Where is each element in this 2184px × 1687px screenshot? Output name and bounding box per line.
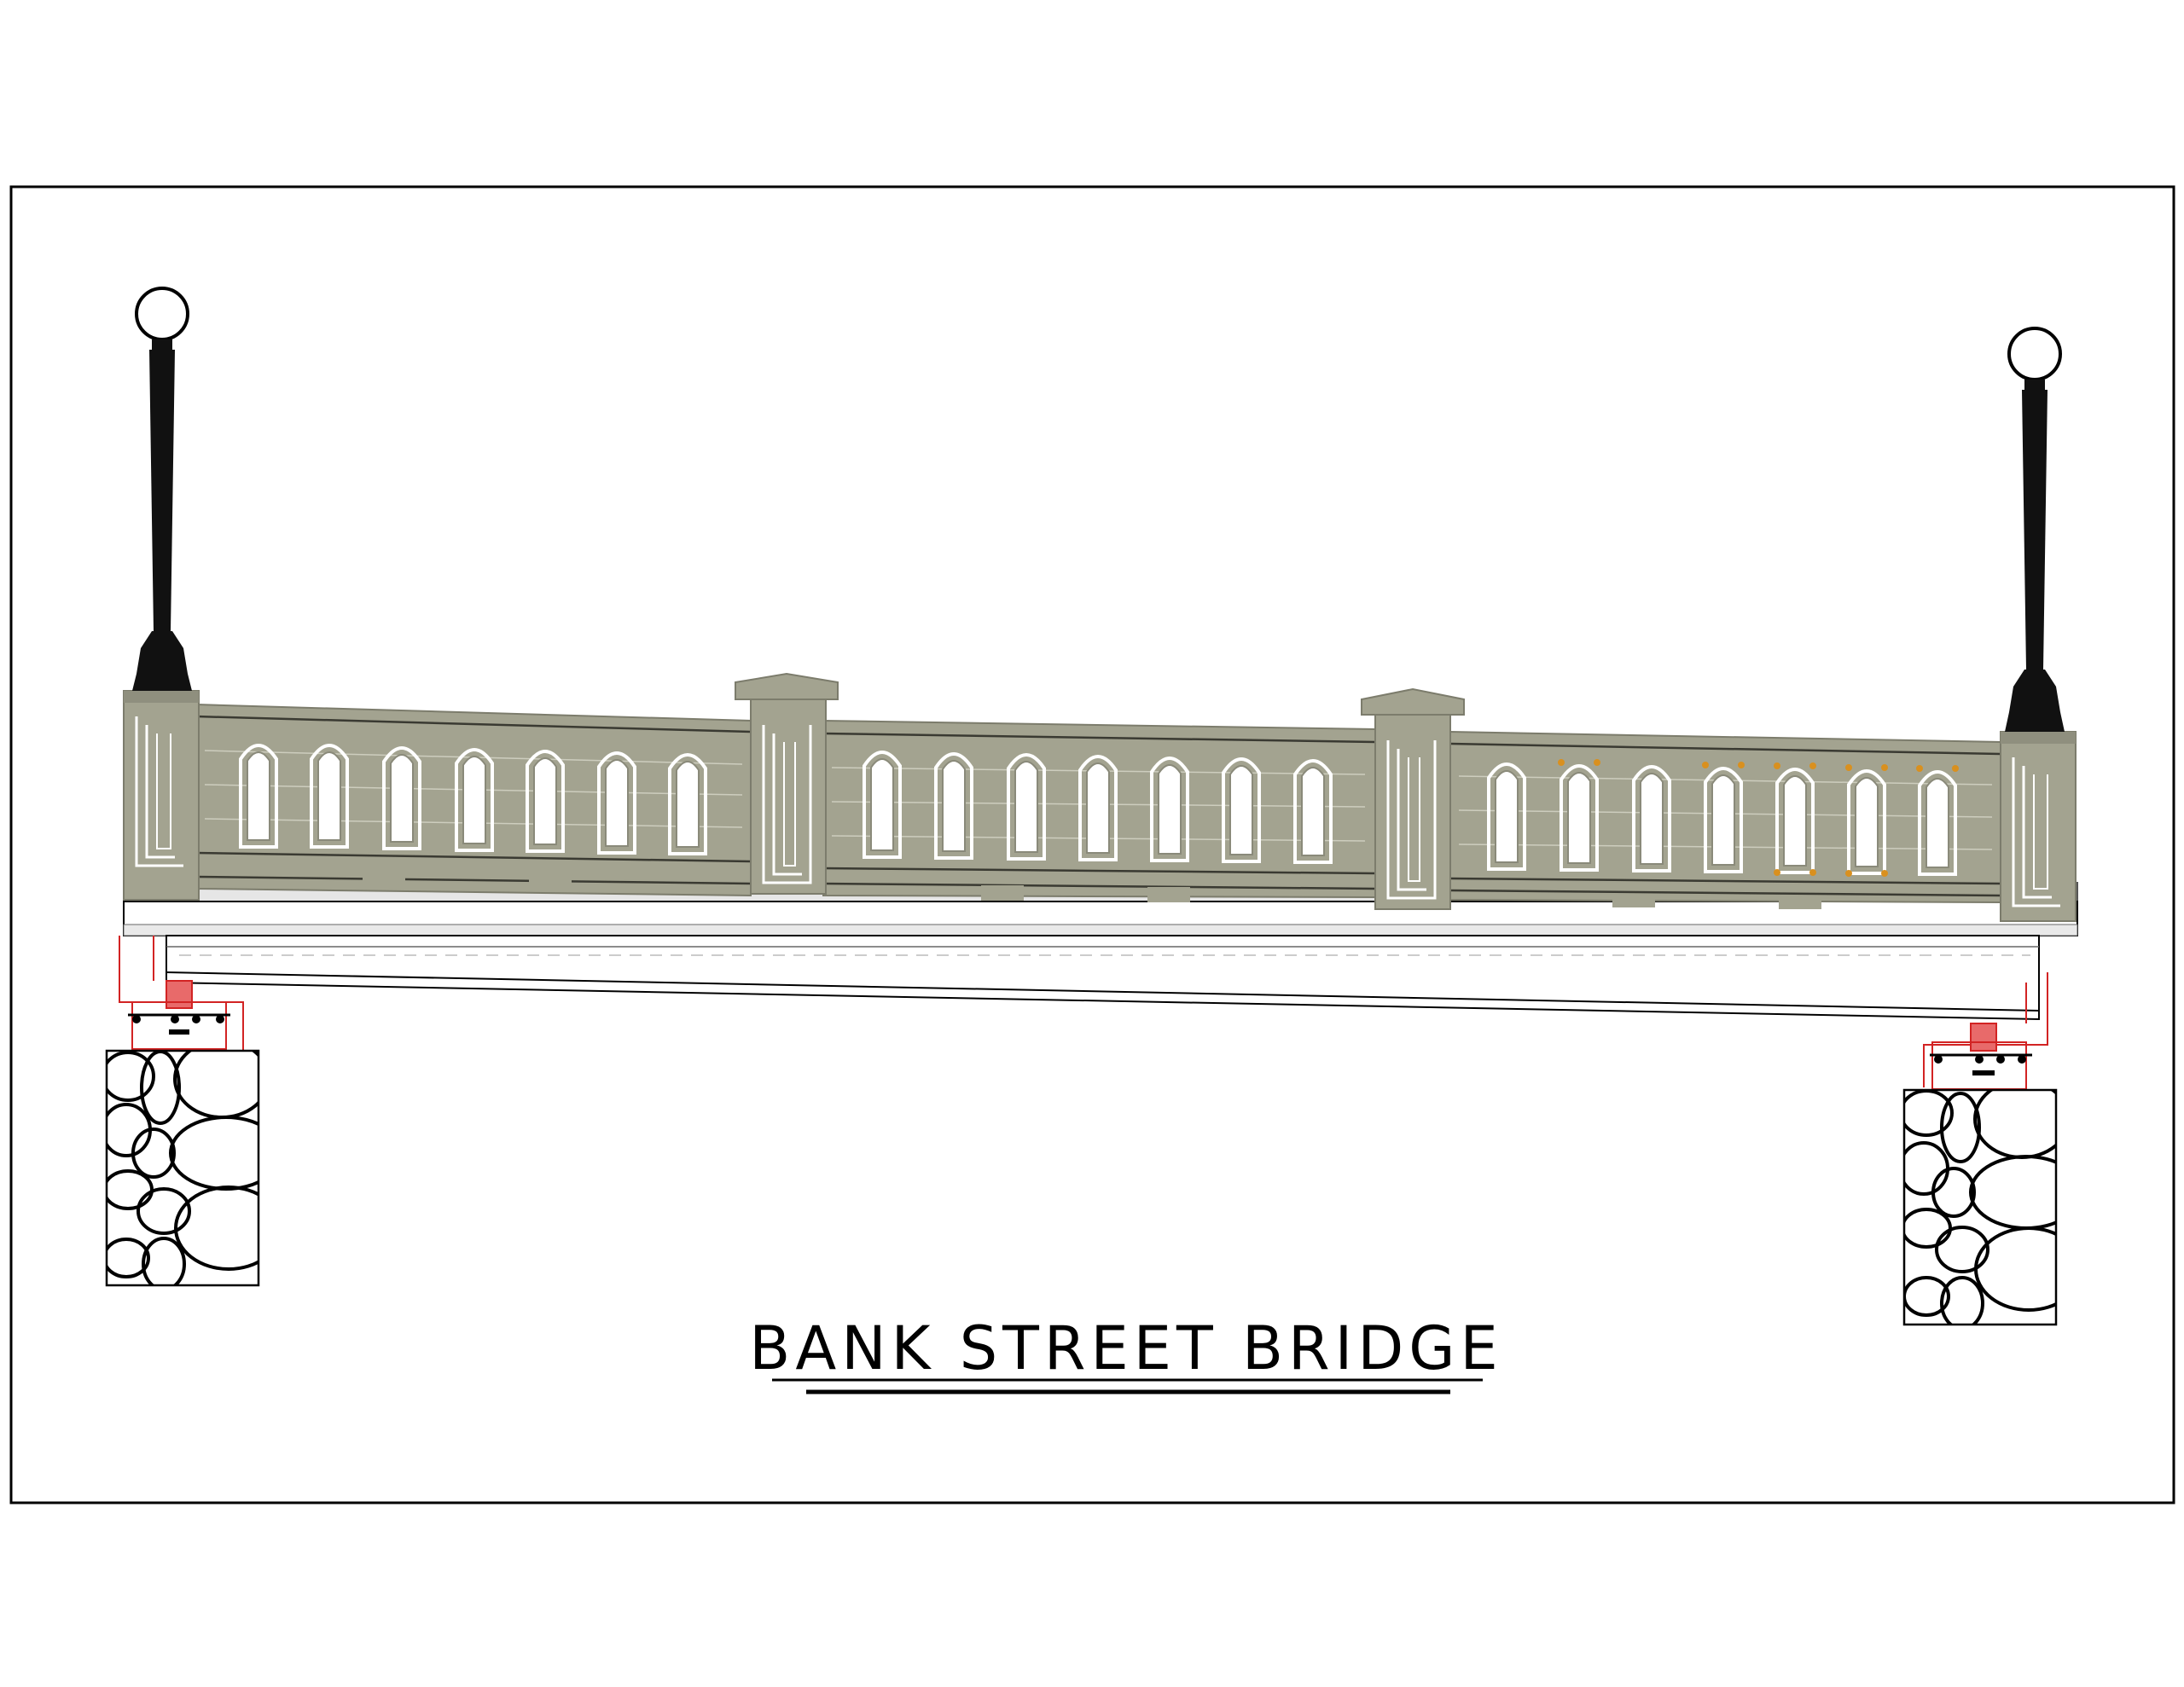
lamp-post-left [132, 287, 192, 691]
pilaster-middle-2 [1361, 687, 1465, 910]
pilaster-middle-1 [735, 672, 839, 895]
lamp-globe-right [2007, 327, 2062, 381]
lamp-post-right [2005, 327, 2065, 732]
deck-slab-surface [123, 924, 2078, 936]
bridge-deck [123, 882, 2078, 1021]
girder-bottom-flange [166, 971, 2040, 1012]
main-girder [166, 935, 2040, 1021]
baluster-openings [239, 744, 1959, 877]
lamp-globe-left [135, 287, 189, 341]
pilaster-right-end [2000, 731, 2077, 922]
stone-pier-left [105, 1049, 260, 1287]
left-bearing [119, 936, 244, 1051]
pilaster-left-end [123, 690, 200, 901]
title-block: BANK STREET BRIDGE [749, 1313, 1502, 1394]
stone-pier-right [1902, 1088, 2058, 1326]
pilasters [123, 672, 2077, 922]
drawing-title: BANK STREET BRIDGE [749, 1313, 1502, 1383]
drawing-frame [9, 185, 2175, 1504]
